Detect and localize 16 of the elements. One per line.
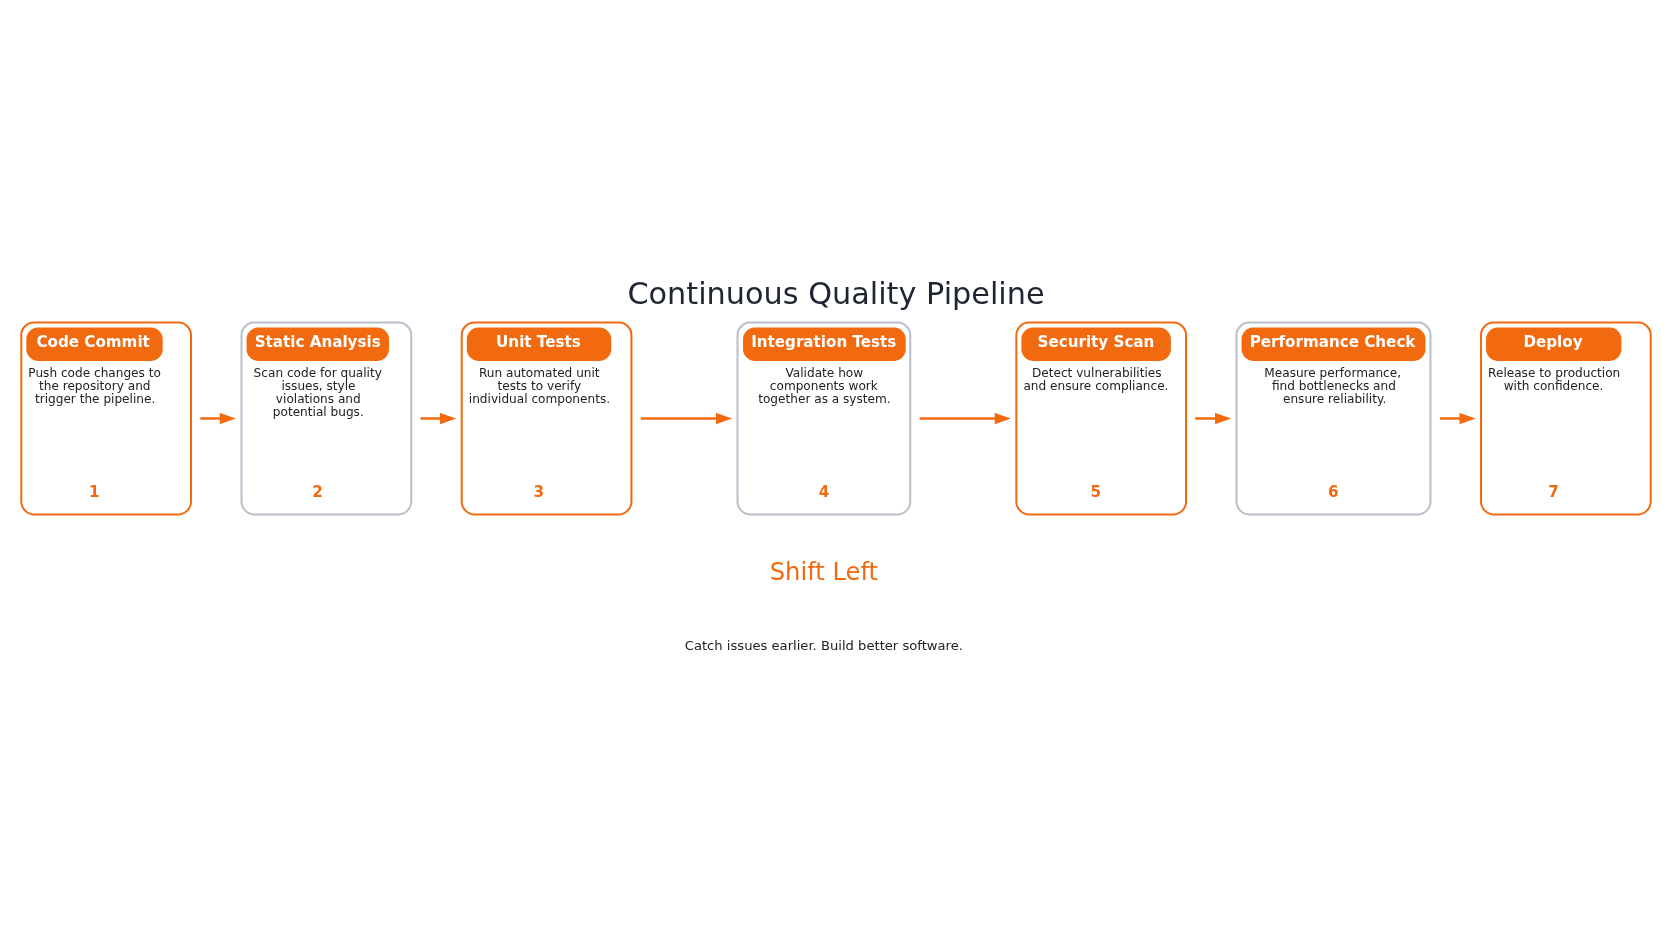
node-box: Integration Tests Validate how components work together as a system. 4: [736, 321, 912, 516]
node-box: Static Analysis Scan code for quality issues, style violations and potential bugs. 2: [240, 321, 413, 516]
label: Catch issues earlier. Build better software.: [684, 638, 963, 654]
node-box: Deploy Release to production with confidence. 7: [1480, 321, 1652, 516]
diagram-title: Continuous Quality Pipeline: [627, 276, 1045, 312]
arrow: [1195, 412, 1232, 425]
arrow: [640, 412, 733, 425]
node-box: Unit Tests Run automated unit tests to verify individual components. 3: [460, 321, 633, 516]
arrow: [420, 412, 457, 425]
arrow: [200, 412, 236, 425]
node-box: Performance Check Measure performance, find bottlenecks and ensure reliability. 6: [1235, 321, 1432, 516]
arrow: [1439, 412, 1476, 425]
node-box: Code Commit Push code changes to the repository and trigger the pipeline. 1: [20, 321, 192, 516]
node-box: Security Scan Detect vulnerabilities and ensure compliance. 5: [1015, 321, 1188, 516]
arrow: [919, 412, 1011, 425]
label: Shift Left: [769, 557, 879, 587]
